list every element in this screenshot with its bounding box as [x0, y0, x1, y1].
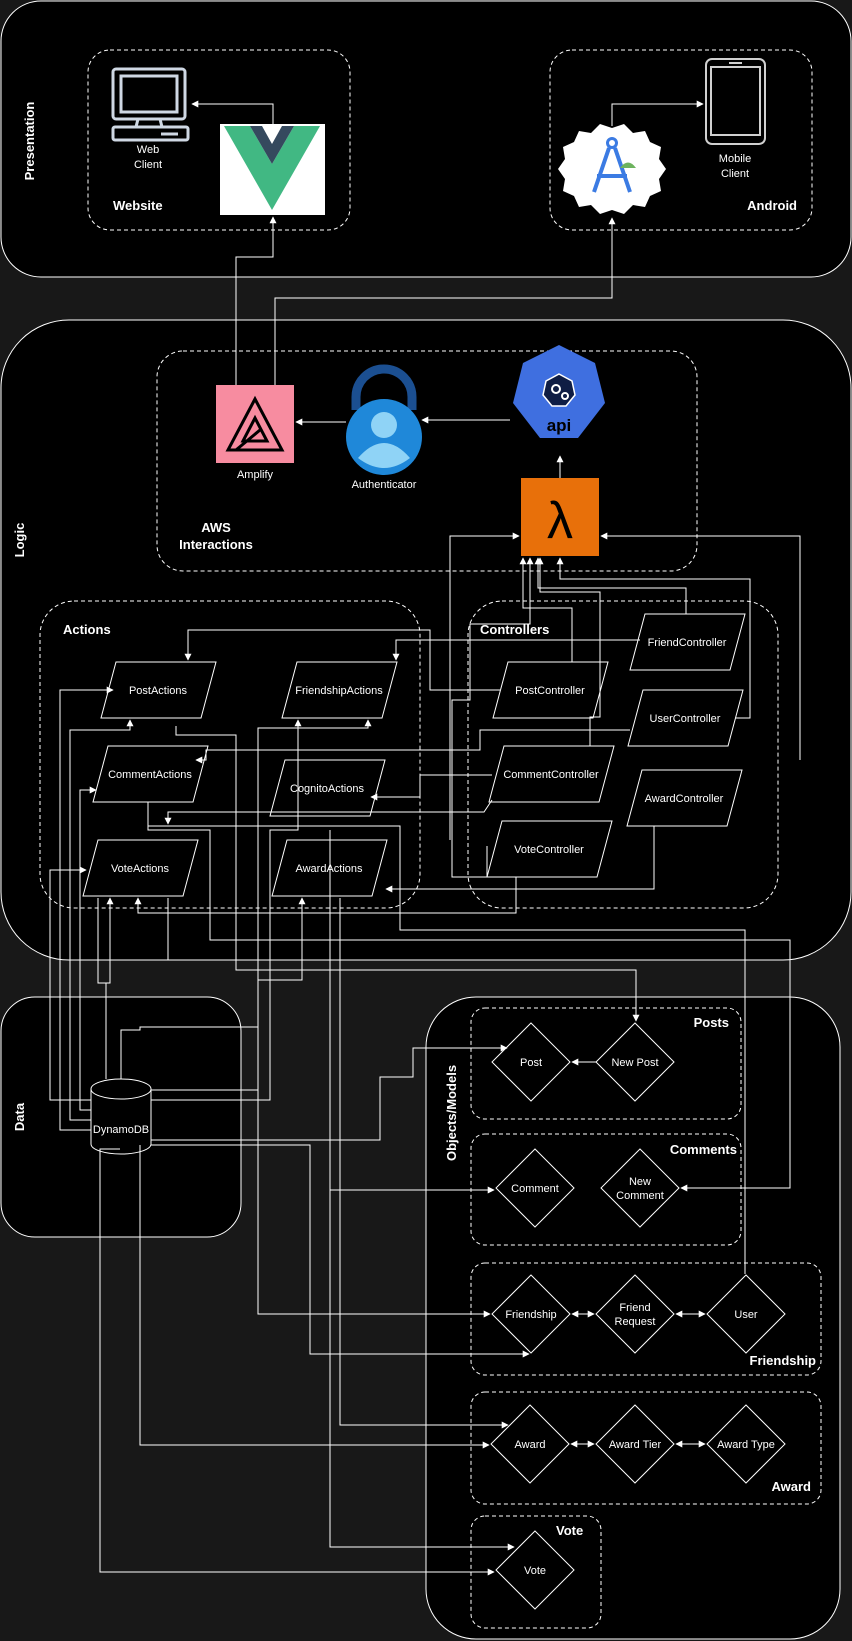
award-tier-model-label: Award Tier: [609, 1439, 662, 1451]
comment-model-label: Comment: [511, 1183, 559, 1195]
award-controller-label: AwardController: [645, 793, 724, 805]
amplify-label: Amplify: [237, 469, 274, 481]
controllers-group: [467, 600, 779, 909]
new-comment-model-label-line2: Comment: [616, 1190, 664, 1202]
posts-group-label: Posts: [694, 1015, 729, 1030]
controllers-group-label: Controllers: [480, 622, 549, 637]
new-comment-model-label-line1: New: [629, 1176, 651, 1188]
award-group: [470, 1391, 822, 1505]
cognito-actions-node: [269, 759, 386, 817]
award-tier-model-node: [595, 1404, 675, 1484]
comments-group-label: Comments: [670, 1142, 737, 1157]
post-controller-node: [492, 661, 609, 719]
lambda-symbol: λ: [547, 492, 573, 550]
user-model-label: User: [734, 1309, 758, 1321]
dynamodb-label: DynamoDB: [93, 1124, 149, 1136]
post-actions-node: [100, 661, 217, 719]
logic-layer-label: Logic: [12, 523, 27, 558]
award-controller-node: [626, 769, 743, 827]
data-layer-label: Data: [12, 1102, 27, 1131]
new-post-model-label: New Post: [611, 1057, 658, 1069]
friendship-group-label: Friendship: [750, 1353, 817, 1368]
amplify-icon: [216, 385, 294, 463]
vote-model-node: [495, 1530, 575, 1610]
user-controller-node: [627, 689, 744, 747]
post-controller-label: PostController: [515, 685, 585, 697]
award-type-model-node: [706, 1404, 786, 1484]
friendship-group: [470, 1262, 822, 1376]
presentation-layer-label: Presentation: [22, 102, 37, 181]
android-studio-icon: [558, 124, 666, 214]
vote-controller-node: [486, 820, 613, 878]
friendship-model-label: Friendship: [505, 1309, 556, 1321]
api-gateway-icon: api: [513, 345, 605, 438]
award-model-label: Award: [515, 1439, 546, 1451]
comment-controller-label: CommentController: [503, 769, 599, 781]
vote-actions-label: VoteActions: [111, 863, 170, 875]
objects-models-layer-label: Objects/Models: [444, 1065, 459, 1161]
web-client-label-line1: Web: [137, 144, 159, 156]
mobile-client-label-line1: Mobile: [719, 153, 751, 165]
vote-model-label: Vote: [524, 1565, 546, 1577]
award-actions-label: AwardActions: [295, 863, 363, 875]
friendship-actions-label: FriendshipActions: [295, 685, 383, 697]
aws-group-label-line1: AWS: [201, 520, 231, 535]
comment-actions-label: CommentActions: [108, 769, 192, 781]
new-comment-model-node: [600, 1148, 680, 1228]
actions-group-label: Actions: [63, 622, 111, 637]
web-client-label-line2: Client: [134, 159, 162, 171]
comment-model-node: [495, 1148, 575, 1228]
actions-group: [39, 600, 421, 909]
connectors: [49, 100, 801, 1576]
vue-logo-icon: [220, 124, 325, 215]
award-group-label: Award: [772, 1479, 812, 1494]
friend-request-model-label-line2: Request: [615, 1316, 656, 1328]
friend-controller-label: FriendController: [648, 637, 727, 649]
vote-actions-node: [82, 839, 199, 897]
aws-interactions-group: [156, 350, 698, 572]
post-actions-label: PostActions: [129, 685, 188, 697]
monitor-icon: [111, 67, 190, 142]
smartphone-icon: [705, 58, 766, 145]
android-group: [549, 49, 813, 231]
lambda-icon: λ: [521, 478, 599, 556]
award-model-node: [490, 1404, 570, 1484]
friend-controller-node: [629, 613, 746, 671]
posts-group: [470, 1007, 742, 1120]
api-label: api: [547, 416, 572, 435]
vote-group-label: Vote: [556, 1523, 583, 1538]
vote-controller-label: VoteController: [514, 844, 584, 856]
android-group-label: Android: [747, 198, 797, 213]
dynamodb-node: [90, 1078, 152, 1155]
cognito-actions-label: CognitoActions: [290, 783, 364, 795]
authenticator-icon: [346, 364, 422, 475]
user-model-node: [706, 1274, 786, 1354]
aws-group-label-line2: Interactions: [179, 537, 253, 552]
website-group-label: Website: [113, 198, 163, 213]
award-type-model-label: Award Type: [717, 1439, 775, 1451]
friendship-model-node: [491, 1274, 571, 1354]
comment-actions-node: [92, 745, 209, 803]
friend-request-model-label-line1: Friend: [619, 1302, 650, 1314]
website-group: [87, 49, 351, 231]
user-controller-label: UserController: [650, 713, 721, 725]
mobile-client-label-line2: Client: [721, 168, 749, 180]
new-post-model-node: [595, 1022, 675, 1102]
friend-request-model-node: [595, 1274, 675, 1354]
comment-controller-node: [488, 745, 615, 803]
friendship-actions-node: [281, 661, 398, 719]
presentation-layer: [0, 0, 852, 278]
post-model-label: Post: [520, 1057, 542, 1069]
authenticator-label: Authenticator: [352, 479, 417, 491]
